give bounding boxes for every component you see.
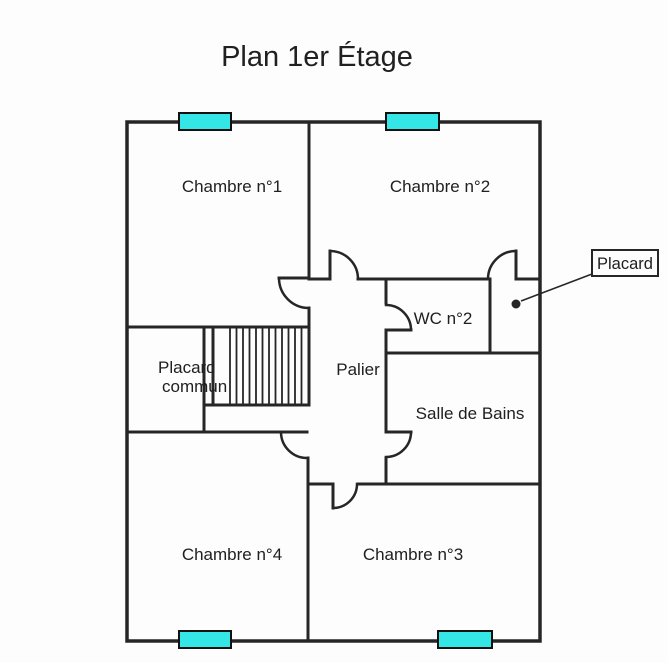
- label-chambre-3: Chambre n°3: [363, 545, 463, 564]
- window-top-right: [385, 112, 440, 131]
- label-placard-commun-line1: Placard: [158, 358, 216, 377]
- callout-box: [591, 249, 659, 277]
- window-bottom-right: [437, 630, 493, 649]
- stairs-hatching: [229, 328, 303, 405]
- windows-group: [178, 112, 493, 649]
- label-placard-commun: Placard commun: [158, 358, 227, 396]
- label-chambre-4: Chambre n°4: [182, 545, 282, 564]
- window-bottom-left: [178, 630, 232, 649]
- outer-wall: [125, 120, 542, 643]
- plan-title: Plan 1er Étage: [221, 40, 413, 73]
- door-swing-arcs: [277, 249, 518, 510]
- label-chambre-2: Chambre n°2: [390, 177, 490, 196]
- label-wc-2: WC n°2: [414, 309, 473, 328]
- room-labels-group: Chambre n°1 Chambre n°2 WC n°2 Palier Sa…: [158, 177, 524, 564]
- callout-label-placard: Placard: [597, 255, 653, 273]
- callout-leader-line: [520, 273, 593, 302]
- label-placard-commun-line2: commun: [162, 377, 227, 396]
- label-chambre-1: Chambre n°1: [182, 177, 282, 196]
- placard-callout: Placard: [511, 249, 659, 309]
- walls-group: [125, 120, 542, 643]
- interior-walls: [125, 120, 542, 643]
- window-top-left: [178, 112, 232, 131]
- callout-target-dot: [511, 299, 521, 309]
- label-palier: Palier: [336, 360, 380, 379]
- label-salle-de-bains: Salle de Bains: [416, 404, 525, 423]
